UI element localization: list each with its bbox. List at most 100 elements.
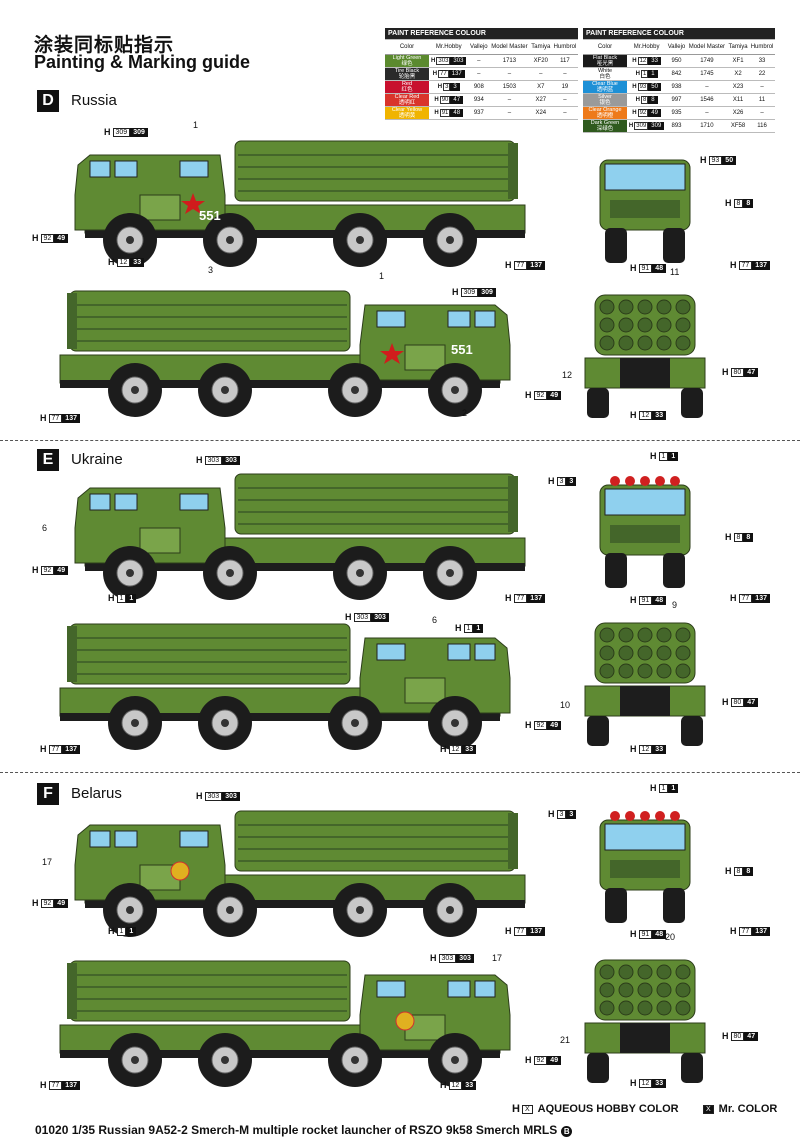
section-letter-e: E — [37, 449, 59, 471]
callout-code: 77 — [513, 260, 528, 270]
section-letter-d: D — [37, 90, 59, 112]
callout-code: 303 — [438, 953, 457, 963]
callout-h: H — [32, 898, 39, 908]
paint-tamiya: XF1 — [727, 54, 750, 68]
vehicle-side-left-ukraine — [74, 473, 526, 600]
paint-col-header: Humbrol — [551, 39, 578, 55]
kit-title-text: 01020 1/35 Russian 9A52-2 Smerch-M multi… — [35, 1123, 558, 1137]
callout-h: H — [630, 263, 637, 273]
callout-mr-code: 309 — [478, 287, 496, 297]
paint-tamiya: XF58 — [727, 119, 750, 133]
paint-mm: 1745 — [686, 67, 728, 81]
callout-mr-code: 49 — [54, 565, 69, 575]
callout-mr-code: 1 — [126, 926, 137, 936]
legend-mr-color: X Mr. COLOR — [703, 1103, 777, 1115]
paint-tamiya: X23 — [727, 80, 750, 94]
callout-mr-code: 33 — [462, 744, 477, 754]
callout-mr-code: 3 — [566, 476, 577, 486]
callout-code: 12 — [638, 1078, 653, 1088]
callout-mr-code: 33 — [652, 1078, 667, 1088]
callout-mr-code: 33 — [462, 1080, 477, 1090]
paint-col-header: Tamiya — [727, 39, 750, 55]
part-number: 17 — [492, 953, 503, 963]
paint-humbrol: 22 — [749, 67, 775, 81]
callout-h: H — [630, 929, 637, 939]
callout-h: H — [525, 390, 532, 400]
callout-mr-code: 303 — [222, 791, 240, 801]
callout-mr-code: 137 — [752, 260, 770, 270]
callout-h: H — [430, 953, 437, 963]
callout-code: 77 — [48, 744, 63, 754]
callout-h: H — [40, 744, 47, 754]
callout-code: 12 — [448, 744, 463, 754]
paint-name-cn: 透明蓝 — [596, 87, 614, 93]
callout-mr-code: 137 — [527, 926, 545, 936]
callout-mr-code: 49 — [54, 233, 69, 243]
callout-code: 303 — [353, 612, 372, 622]
callout-mr-code: 137 — [527, 593, 545, 603]
vehicle-number: 551 — [199, 208, 221, 223]
callout-code: 77 — [513, 926, 528, 936]
callout-mr-code: 33 — [652, 744, 667, 754]
callout-mr-code: 48 — [652, 929, 667, 939]
callout-h: H — [505, 926, 512, 936]
paint-name: Clear Red — [394, 94, 420, 100]
paint-mm: 1503 — [489, 80, 530, 94]
callout-h: H — [40, 1080, 47, 1090]
callout-code: 303 — [204, 455, 223, 465]
callout-h: H — [548, 476, 555, 486]
callout-h: H — [452, 287, 459, 297]
paint-humbrol: – — [551, 67, 578, 81]
paint-name-cn: 轮胎黑 — [398, 74, 416, 80]
paint-vallejo: 842 — [666, 67, 687, 81]
callout-code: 92 — [533, 720, 548, 730]
callout-code: 77 — [738, 260, 753, 270]
paint-tamiya: X27 — [529, 93, 552, 107]
callout-h: H — [630, 595, 637, 605]
vehicle-front-russia — [599, 159, 691, 263]
paint-mm: 1749 — [686, 54, 728, 68]
paint-name: Clear Blue — [592, 81, 618, 87]
callout-mr-code: 8 — [743, 198, 754, 208]
paint-col-header: Color — [385, 39, 429, 55]
callout-h: H — [32, 233, 39, 243]
paint-tamiya: X24 — [529, 106, 552, 120]
callout-code: 91 — [638, 263, 653, 273]
